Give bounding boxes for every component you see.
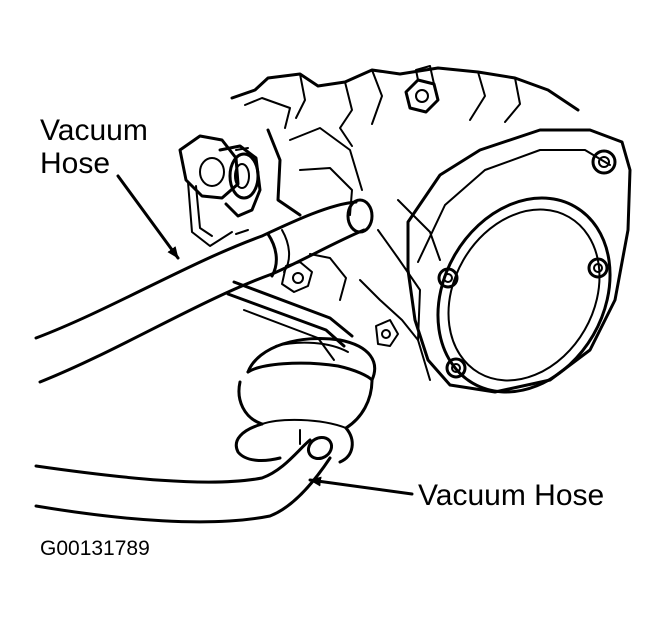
lower-label-leader bbox=[308, 476, 414, 496]
upper-vacuum-hose bbox=[34, 198, 374, 384]
lower-hose-label: Vacuum Hose bbox=[418, 479, 605, 512]
hose-bracket bbox=[178, 134, 262, 247]
lower-vacuum-hose bbox=[34, 435, 334, 524]
vacuum-actuator bbox=[234, 336, 377, 464]
figure-id: G00131789 bbox=[40, 537, 150, 560]
upper-label-leader bbox=[116, 174, 180, 260]
nut bbox=[404, 65, 440, 114]
engine-casting bbox=[230, 66, 580, 381]
throttle-body-flange bbox=[406, 128, 632, 394]
upper-hose-label-line2: Hose bbox=[40, 147, 111, 180]
upper-hose-label-line1: Vacuum bbox=[40, 114, 148, 147]
linkage-rod bbox=[226, 253, 399, 361]
